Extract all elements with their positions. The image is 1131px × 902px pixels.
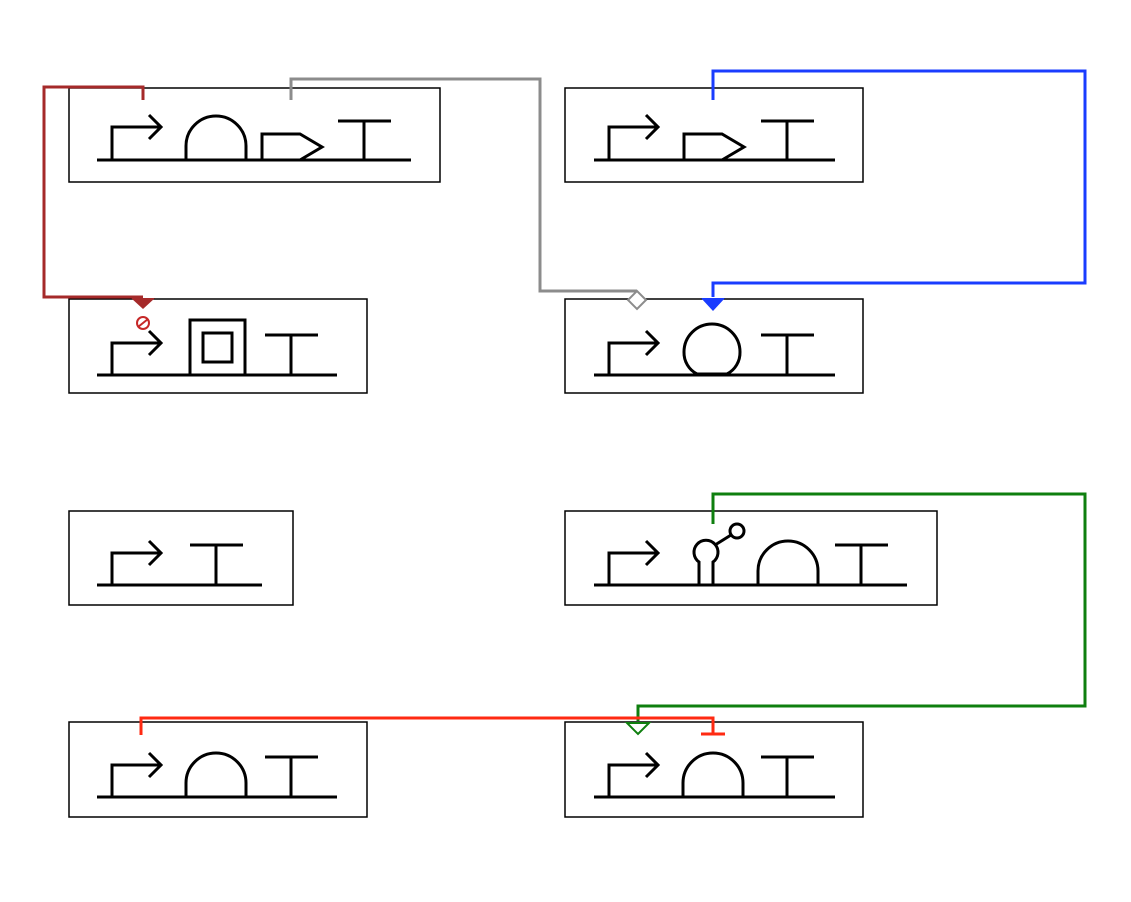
module-m2 <box>564 87 864 183</box>
interaction-stimulation-open <box>624 492 1087 736</box>
interaction-process <box>289 77 648 311</box>
module-m1 <box>68 87 441 183</box>
terminator-icon <box>761 755 814 797</box>
terminator-icon <box>265 755 318 797</box>
promoter-icon <box>110 539 164 585</box>
module-m3 <box>68 298 368 394</box>
promoter-icon <box>110 113 164 160</box>
terminator-icon <box>835 543 888 585</box>
stimulation-wire <box>711 69 1087 297</box>
cds-icon <box>184 751 248 797</box>
degradation-wire <box>42 85 145 299</box>
cds-icon <box>756 539 820 585</box>
terminator-icon <box>190 543 243 585</box>
promoter-icon <box>110 329 164 375</box>
aptamer-stem-icon <box>692 538 720 585</box>
protein-square-outer-icon <box>188 318 247 377</box>
cds-arrow-icon <box>682 132 747 162</box>
module-m6 <box>564 510 938 606</box>
cds-icon <box>681 751 745 797</box>
degradation-symbol-icon <box>136 316 150 330</box>
process-diamond-icon <box>626 289 648 311</box>
module-box <box>564 510 938 606</box>
promoter-icon <box>607 329 661 375</box>
stimulation-open-wire <box>636 492 1087 721</box>
terminator-icon <box>761 333 814 375</box>
cds-arrow-icon <box>260 132 325 162</box>
cds-round-icon <box>682 322 742 376</box>
promoter-icon <box>110 751 164 797</box>
module-box <box>68 510 294 606</box>
promoter-icon <box>607 539 661 585</box>
module-m7 <box>68 721 368 818</box>
interaction-stimulation <box>701 69 1087 311</box>
module-m5 <box>68 510 294 606</box>
module-box <box>564 721 864 818</box>
aptamer-link-icon <box>714 533 732 547</box>
module-m4 <box>564 298 864 394</box>
aptamer-loop-icon <box>728 522 746 540</box>
module-m8 <box>564 721 864 818</box>
terminator-icon <box>338 119 391 160</box>
protein-square-inner-icon <box>201 331 234 364</box>
terminator-icon <box>265 333 318 375</box>
process-wire <box>289 77 637 293</box>
degradation-arrowhead-icon <box>131 298 155 309</box>
interaction-inhibition <box>139 716 725 736</box>
stimulation-arrowhead-icon <box>701 298 725 311</box>
interaction-degradation <box>42 85 155 330</box>
terminator-icon <box>761 119 814 160</box>
degradation-slash-icon <box>137 318 149 328</box>
promoter-icon <box>607 113 661 160</box>
promoter-icon <box>607 751 661 797</box>
module-box <box>68 298 368 394</box>
module-box <box>68 87 441 183</box>
module-box <box>68 721 368 818</box>
cds-icon <box>184 114 248 160</box>
inhibition-wire <box>139 716 715 735</box>
stimulation-open-arrowhead-icon <box>624 722 652 736</box>
